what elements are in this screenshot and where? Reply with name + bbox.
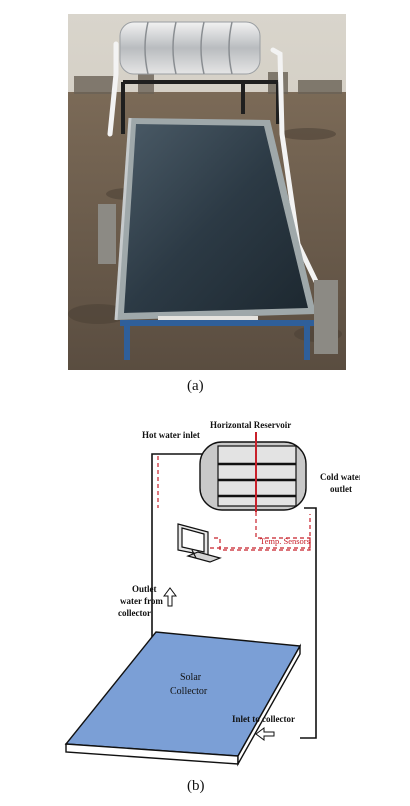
solar-heater-photo — [68, 14, 346, 370]
label-solar-collector-1: Solar — [180, 672, 202, 683]
label-cold-water-outlet-1: Cold water — [320, 472, 360, 482]
caption-b: (b) — [187, 778, 205, 795]
up-arrow-icon — [164, 588, 176, 606]
label-outlet-1: Outlet — [132, 584, 157, 594]
insulated-tank — [120, 22, 260, 74]
label-outlet-3: collector — [118, 608, 151, 618]
label-horizontal-reservoir: Horizontal Reservoir — [210, 420, 291, 430]
label-hot-water-inlet: Hot water inlet — [142, 430, 200, 440]
label-inlet-to-collector: Inlet to collector — [232, 714, 295, 724]
solar-collector — [66, 632, 300, 764]
caption-a: (a) — [187, 378, 204, 395]
label-outlet-2: water from — [120, 596, 163, 606]
monitor-icon — [178, 524, 220, 562]
label-solar-collector-2: Collector — [170, 686, 208, 697]
label-cold-water-outlet-2: outlet — [330, 484, 352, 494]
label-temp-sensors: Temp. Sensors — [260, 536, 310, 546]
schematic-diagram: Horizontal Reservoir Hot water inlet Col… — [60, 408, 360, 770]
left-arrow-icon — [256, 728, 274, 740]
horizontal-reservoir — [200, 442, 306, 510]
